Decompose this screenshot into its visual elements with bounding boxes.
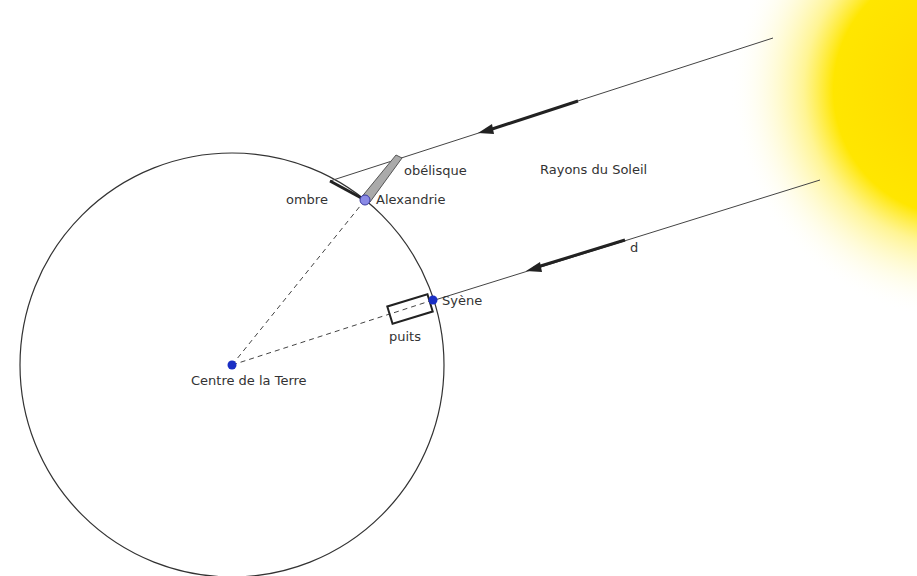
ray-label: Rayons du Soleil — [540, 163, 647, 177]
point — [360, 195, 370, 205]
point-label: obélisque — [404, 164, 467, 178]
sun — [730, 0, 917, 320]
radius-line — [232, 200, 365, 365]
distance-label: d — [630, 241, 638, 255]
well — [387, 294, 432, 323]
point — [228, 361, 237, 370]
shadow — [330, 181, 365, 200]
part-label: ombre — [286, 193, 328, 207]
ray-arrow — [486, 101, 578, 131]
earth-circle — [20, 153, 444, 576]
point-label: Syène — [442, 294, 482, 308]
radius-line — [232, 300, 433, 365]
sun-ray — [390, 180, 820, 314]
arrow-head — [526, 262, 542, 272]
point-label: Alexandrie — [376, 193, 445, 207]
ray-arrow — [534, 240, 625, 268]
arrow-head — [478, 124, 494, 134]
radius-line — [390, 300, 433, 314]
point — [429, 296, 438, 305]
part-label: puits — [389, 330, 421, 344]
point-label: Centre de la Terre — [191, 374, 307, 388]
